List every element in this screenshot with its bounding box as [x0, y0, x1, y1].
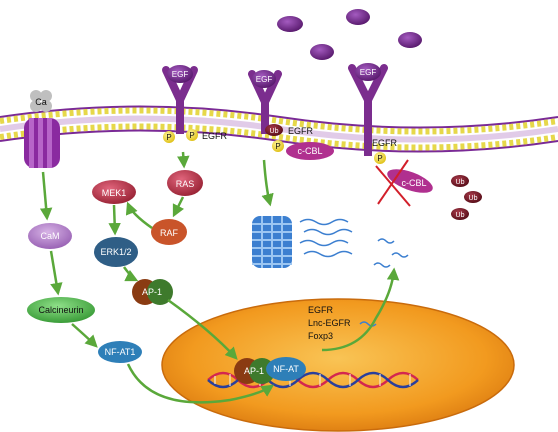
erk-label: ERK1/2 [100, 247, 131, 257]
egf-ligand [310, 44, 334, 60]
arrow-nfat1-to-nucleus [126, 363, 275, 404]
erk-node [94, 237, 138, 267]
egf-ligand [398, 32, 422, 48]
arrow-egfr-to-ras [177, 151, 190, 169]
ub-label: Ub [469, 195, 478, 202]
nfat1-label: NF-AT1 [105, 347, 136, 357]
ap1-label: AP-1 [142, 287, 162, 297]
arrow-transcription-out [321, 267, 400, 352]
ubiquitin [451, 175, 469, 187]
ubiquitin [451, 208, 469, 220]
pathway-arrows [39, 151, 400, 404]
egf-label: EGF [172, 70, 189, 79]
gene-label: Foxp3 [308, 331, 333, 341]
p-label: P [275, 142, 280, 151]
ub-label: Ub [270, 128, 279, 135]
egf-ligand [346, 9, 370, 25]
raf-node [151, 219, 187, 245]
ub-label: Ub [456, 212, 465, 219]
raf-label: RAF [160, 228, 179, 238]
calcium-channel: Ca [24, 90, 60, 168]
arrow-ca-to-cam [39, 171, 53, 221]
c-cbl-label: c-CBL [297, 146, 322, 156]
nfat1-node [98, 341, 142, 363]
nfat-nucleus [266, 357, 306, 381]
proteasome [252, 216, 292, 268]
egf-ligand [277, 16, 303, 32]
arrow-to-proteasome [261, 159, 274, 207]
p-label: P [377, 154, 382, 163]
ca-label: Ca [35, 97, 47, 107]
ap1-cytoplasm: AP-1 [132, 279, 173, 305]
p-label: P [166, 133, 171, 142]
egfr-receptor-3: EGF EGFR P c-CBL [348, 63, 433, 207]
ap1-label: AP-1 [244, 366, 264, 376]
arrow-cam-to-calcineurin [49, 250, 63, 296]
nfat-label: NF-AT [273, 364, 299, 374]
arrow-ras-to-raf [172, 196, 185, 218]
arrow-calcineurin-to-nfat1 [71, 323, 98, 348]
ubiquitin [464, 191, 482, 203]
gene-label: Lnc-EGFR [308, 318, 351, 328]
p-label: P [189, 131, 194, 140]
mek1-node [92, 180, 136, 204]
arrow-mek1-to-erk [108, 204, 121, 236]
arrow-erk-to-ap1 [122, 266, 139, 282]
egfr-label: EGFR [202, 131, 228, 141]
arrow-raf-to-mek1 [125, 201, 153, 230]
calcineurin-label: Calcineurin [38, 305, 83, 315]
egfr-label: EGFR [372, 138, 398, 148]
mrna-fragments [373, 238, 409, 268]
calcineurin-node [27, 297, 95, 323]
mek1-label: MEK1 [102, 188, 127, 198]
egf-label: EGF [360, 68, 377, 77]
c-cbl-label: c-CBL [401, 178, 426, 188]
gene-label: EGFR [308, 305, 334, 315]
mrna-transcript [359, 321, 377, 327]
cam-node [28, 223, 72, 249]
egfr-label: EGFR [288, 126, 314, 136]
ras-label: RAS [176, 179, 195, 189]
arrow-ap1-to-nucleus [167, 298, 238, 360]
ras-node [167, 170, 203, 196]
nucleus [161, 298, 515, 432]
ub-label: Ub [456, 179, 465, 186]
egfr-receptor-2: EGF Ub EGFR P c-CBL [248, 70, 334, 160]
egf-label: EGF [256, 75, 273, 84]
egfr-receptor-1: EGF P P EGFR [162, 65, 228, 143]
cam-label: CaM [40, 231, 59, 241]
degraded-peptides [299, 218, 353, 258]
